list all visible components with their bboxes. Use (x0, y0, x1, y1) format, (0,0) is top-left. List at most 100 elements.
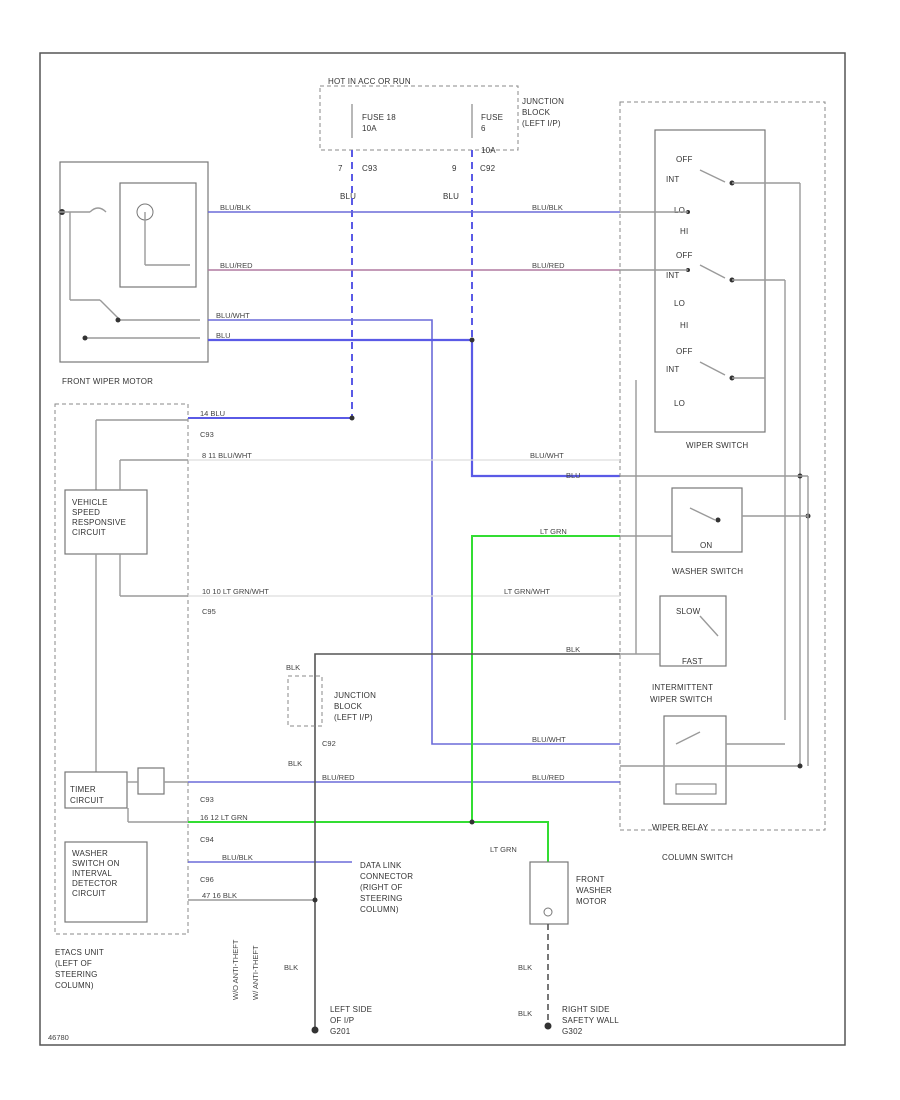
vert-label-1: W/O ANTI-THEFT (231, 939, 240, 1000)
washer-blk-2: BLK (518, 1009, 532, 1018)
wire-blu-blk-label-right: BLU/BLK (532, 203, 563, 212)
pin-c94: C94 (200, 835, 214, 844)
vsr-label-1: VEHICLE (72, 498, 108, 507)
wiper-hi-1: HI (680, 227, 688, 236)
pin-c93: C93 (200, 430, 214, 439)
wiper-off-1: OFF (676, 155, 693, 164)
wire-blu-red-label-right: BLU/RED (532, 261, 565, 270)
fuse-block: HOT IN ACC OR RUN FUSE 18 10A FUSE 6 10A… (319, 77, 564, 201)
washer-motor-label-3: MOTOR (576, 897, 607, 906)
etacs-label-1: ETACS UNIT (55, 948, 104, 957)
jb-top-label-2: BLOCK (522, 108, 551, 117)
wiper-off-2: OFF (676, 251, 693, 260)
pin-16-12: 16 12 LT GRN (200, 813, 248, 822)
wire-blu-red-label-left: BLU/RED (220, 261, 253, 270)
wiper-lo-2: LO (674, 299, 685, 308)
wire-blu-right: BLU (566, 471, 581, 480)
wsd-label-3: INTERVAL (72, 869, 112, 878)
column-switch: COLUMN SWITCH OFF INT LO HI OFF INT LO H… (619, 101, 826, 862)
vert-label-2: W/ ANTI-THEFT (251, 945, 260, 1000)
wsd-label-2: SWITCH ON (72, 859, 120, 868)
wire-blu-wht-relay: BLU/WHT (532, 735, 566, 744)
wiper-lo-3: LO (674, 399, 685, 408)
conn-9: 9 (452, 164, 457, 173)
ground-right-label-2: SAFETY WALL (562, 1016, 619, 1025)
washer-motor-label-1: FRONT (576, 875, 605, 884)
ground-left-blk: BLK (284, 963, 298, 972)
dlc-label-2: CONNECTOR (360, 872, 413, 881)
wire-lt-grn (188, 821, 549, 862)
washer-on-label: ON (700, 541, 712, 550)
pin-8-11: 8 11 BLU/WHT (202, 451, 252, 460)
jb-top-label-1: JUNCTION (522, 97, 564, 106)
wire-blu-label: BLU (216, 331, 231, 340)
wiper-off-3: OFF (676, 347, 693, 356)
junction-block-mid: BLK JUNCTION BLOCK (LEFT I/P) C92 BLK (286, 663, 376, 768)
dlc-label-1: DATA LINK (360, 861, 402, 870)
wiper-int-1: INT (666, 175, 680, 184)
column-switch-label: COLUMN SWITCH (662, 853, 733, 862)
fuse-18-label: FUSE 18 (362, 113, 396, 122)
ground-left-label-2: OF I/P (330, 1016, 354, 1025)
etacs-unit: VEHICLE SPEED RESPONSIVE CIRCUIT TIMER C… (54, 403, 189, 990)
blu-left-label: BLU (340, 192, 356, 201)
washer-blk-1: BLK (518, 963, 532, 972)
dlc-label-3: (RIGHT OF (360, 883, 403, 892)
pin-blk: 47 16 BLK (202, 891, 237, 900)
fuse-6-amp: 10A (481, 146, 496, 155)
etacs-label-4: COLUMN) (55, 981, 94, 990)
wire-lt-grn-wht-right: LT GRN/WHT (504, 587, 550, 596)
int-slow-label: SLOW (676, 607, 701, 616)
pin-10-10: 10 10 LT GRN/WHT (202, 587, 269, 596)
wire-blu-wht-right: BLU/WHT (530, 451, 564, 460)
wire-blu-wht-main (208, 319, 620, 745)
etacs-label-3: STEERING (55, 970, 98, 979)
conn-c92: C92 (480, 164, 496, 173)
washer-switch-label: WASHER SWITCH (672, 567, 743, 576)
fuse-6-label: FUSE (481, 113, 503, 122)
front-washer-motor: FRONT WASHER MOTOR BLK BLK RIGHT SIDE SA… (518, 861, 619, 1036)
wiper-lo-1: LO (674, 206, 685, 215)
ground-right-label-1: RIGHT SIDE (562, 1005, 610, 1014)
wsd-label-4: DETECTOR (72, 879, 117, 888)
front-wiper-motor: FRONT WIPER MOTOR (58, 161, 209, 386)
wire-blu-wht-label: BLU/WHT (216, 311, 250, 320)
diagram-frame (39, 52, 846, 1046)
pin-blu-blk: BLU/BLK (222, 853, 253, 862)
blu-right-label: BLU (443, 192, 459, 201)
conn-7: 7 (338, 164, 343, 173)
vsr-label-3: RESPONSIVE (72, 518, 126, 527)
wire-blu-main (208, 338, 620, 478)
ground-left: BLK LEFT SIDE OF I/P G201 (284, 963, 372, 1036)
front-wiper-motor-label: FRONT WIPER MOTOR (62, 377, 153, 386)
pin-c93b: C93 (200, 795, 214, 804)
dlc-label-4: STEERING (360, 894, 403, 903)
etacs-label-2: (LEFT OF (55, 959, 92, 968)
washer-motor-label-2: WASHER (576, 886, 612, 895)
wire-lt-grn-up (471, 535, 620, 822)
pin-c95: C95 (202, 607, 216, 616)
wiper-switch-label: WIPER SWITCH (686, 441, 748, 450)
wiper-hi-2: HI (680, 321, 688, 330)
wire-blk-int: BLK (566, 645, 580, 654)
vsr-label-4: CIRCUIT (72, 528, 106, 537)
jb-top-label-3: (LEFT I/P) (522, 119, 561, 128)
wire-blu-blk-label-left: BLU/BLK (220, 203, 251, 212)
wsd-label-1: WASHER (72, 849, 108, 858)
dlc-label-5: COLUMN) (360, 905, 399, 914)
wiper-int-3: INT (666, 365, 680, 374)
jb-mid-c92: C92 (322, 739, 336, 748)
intermittent-label-1: INTERMITTENT (652, 683, 713, 692)
wiper-relay-label: WIPER RELAY (652, 823, 709, 832)
jb-mid-label-3: (LEFT I/P) (334, 713, 373, 722)
jb-mid-label-2: BLOCK (334, 702, 363, 711)
jb-mid-label-1: JUNCTION (334, 691, 376, 700)
fuse-6-num: 6 (481, 124, 486, 133)
vsr-label-2: SPEED (72, 508, 100, 517)
wire-blk-main (314, 653, 620, 1030)
intermittent-label-2: WIPER SWITCH (650, 695, 712, 704)
figure-id: 46780 (48, 1033, 69, 1042)
ground-right-label-3: G302 (562, 1027, 583, 1036)
pin-14-blu: 14 BLU (200, 409, 225, 418)
